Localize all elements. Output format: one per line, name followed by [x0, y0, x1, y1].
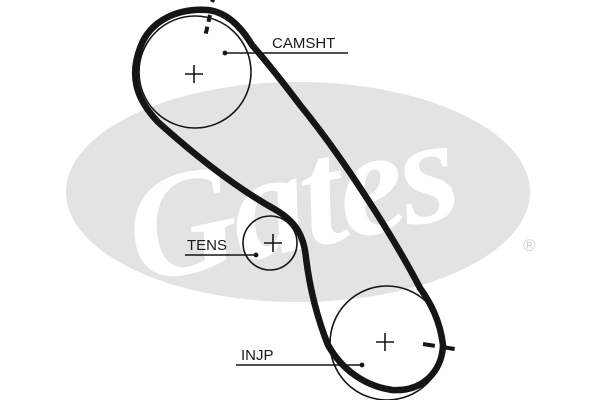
timing-dash-icon [210, 0, 215, 3]
camshaft-label: CAMSHT [272, 35, 335, 52]
injection-pump-label: INJP [241, 347, 274, 364]
camshaft-leader-dot [222, 50, 228, 56]
timing-dash-icon [422, 342, 462, 352]
tensioner-pulley [242, 215, 298, 271]
crosshair-plus-icon [376, 333, 394, 351]
injection-pump-leader-dot [359, 362, 365, 368]
crosshair-plus-icon [264, 234, 282, 252]
camshaft-pulley [138, 15, 252, 129]
crosshair-plus-icon [185, 65, 203, 83]
logo-ellipse [66, 82, 530, 302]
tensioner-leader-dot [253, 252, 259, 258]
timing-dash-icon [203, 14, 212, 38]
timing-belt [131, 6, 447, 394]
registered-mark: ® [523, 236, 536, 255]
gates-logo-watermark: Gates ® [66, 82, 536, 316]
tensioner-label: TENS [187, 237, 227, 254]
